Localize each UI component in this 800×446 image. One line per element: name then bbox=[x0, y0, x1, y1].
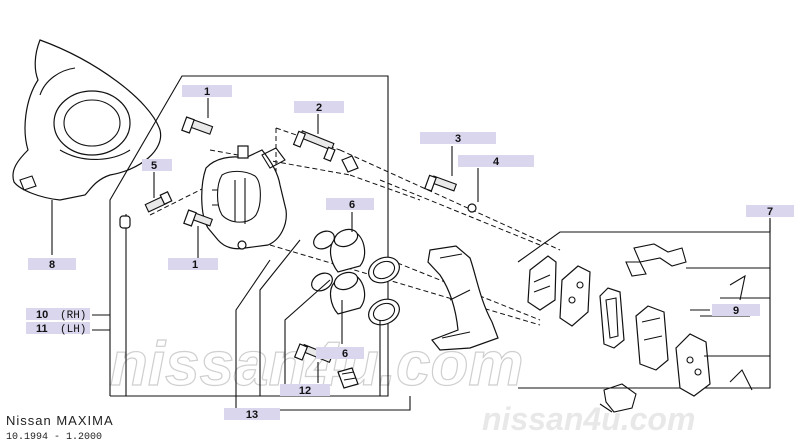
svg-text:1: 1 bbox=[192, 259, 198, 271]
svg-text:(RH): (RH) bbox=[60, 310, 86, 322]
shim-inner bbox=[675, 333, 711, 397]
svg-text:1: 1 bbox=[204, 86, 210, 98]
svg-text:4: 4 bbox=[493, 156, 500, 168]
main-pin bbox=[292, 130, 336, 162]
pin-boot-upper bbox=[341, 155, 359, 173]
callout-4: 4 bbox=[458, 155, 534, 168]
svg-text:6: 6 bbox=[349, 199, 355, 211]
svg-text:8: 8 bbox=[49, 259, 55, 271]
washer bbox=[467, 203, 477, 213]
piston-boot-lower bbox=[368, 298, 400, 326]
callout-8: 8 bbox=[28, 258, 76, 271]
bleeder-screw bbox=[119, 190, 173, 229]
svg-text:9: 9 bbox=[733, 305, 739, 317]
pad-retainer-lower bbox=[599, 383, 637, 413]
callout-13: 13 bbox=[224, 408, 280, 421]
callout-11-lh: 11 (LH) bbox=[26, 322, 90, 336]
watermark-bottom: nissan4u.com bbox=[482, 401, 695, 437]
svg-text:2: 2 bbox=[316, 102, 322, 114]
shim-outer bbox=[559, 265, 591, 327]
svg-text:11: 11 bbox=[36, 323, 48, 335]
svg-text:12: 12 bbox=[299, 385, 311, 397]
cylinder-bolt-top bbox=[181, 116, 214, 135]
caliper-body bbox=[201, 145, 287, 250]
svg-text:3: 3 bbox=[455, 133, 461, 145]
svg-text:10: 10 bbox=[36, 309, 48, 321]
torque-member bbox=[427, 245, 499, 351]
callout-9: 9 bbox=[712, 304, 760, 317]
pad-retainer-upper bbox=[625, 243, 687, 277]
brake-pad-outer bbox=[527, 255, 557, 311]
piston-lower bbox=[329, 271, 366, 315]
svg-text:13: 13 bbox=[246, 409, 258, 421]
piston-upper bbox=[329, 228, 366, 273]
callout-6-top: 6 bbox=[326, 198, 374, 211]
callout-2: 2 bbox=[294, 101, 344, 114]
callout-12: 12 bbox=[280, 384, 330, 397]
callout-6-bottom: 6 bbox=[316, 347, 364, 360]
brake-pad-inner bbox=[599, 287, 625, 349]
svg-text:6: 6 bbox=[342, 348, 348, 360]
callout-10-rh: 10 (RH) bbox=[26, 308, 90, 322]
footer-date-range: 10.1994 - 1.2000 bbox=[6, 432, 102, 443]
cylinder-bolt-bottom bbox=[183, 209, 214, 258]
dust-shield bbox=[12, 39, 162, 255]
callout-5: 5 bbox=[142, 159, 172, 172]
callout-1-top: 1 bbox=[182, 85, 232, 98]
callout-3: 3 bbox=[420, 132, 496, 145]
brake-pad-pair bbox=[635, 305, 669, 371]
callout-7: 7 bbox=[746, 205, 794, 218]
svg-text:5: 5 bbox=[151, 160, 157, 172]
torque-member-bolt bbox=[424, 174, 458, 192]
svg-text:(LH): (LH) bbox=[60, 324, 86, 336]
piston-seal-upper bbox=[313, 230, 335, 250]
svg-text:7: 7 bbox=[767, 206, 773, 218]
footer-model: Nissan MAXIMA bbox=[6, 413, 114, 428]
piston-boot-upper bbox=[368, 256, 400, 284]
pin-boot-lower bbox=[337, 367, 359, 389]
callout-1-bottom: 1 bbox=[168, 258, 218, 271]
leader-lines bbox=[92, 98, 771, 408]
caliper-assembly-outline bbox=[109, 75, 411, 411]
piston-seal-lower bbox=[311, 272, 333, 292]
